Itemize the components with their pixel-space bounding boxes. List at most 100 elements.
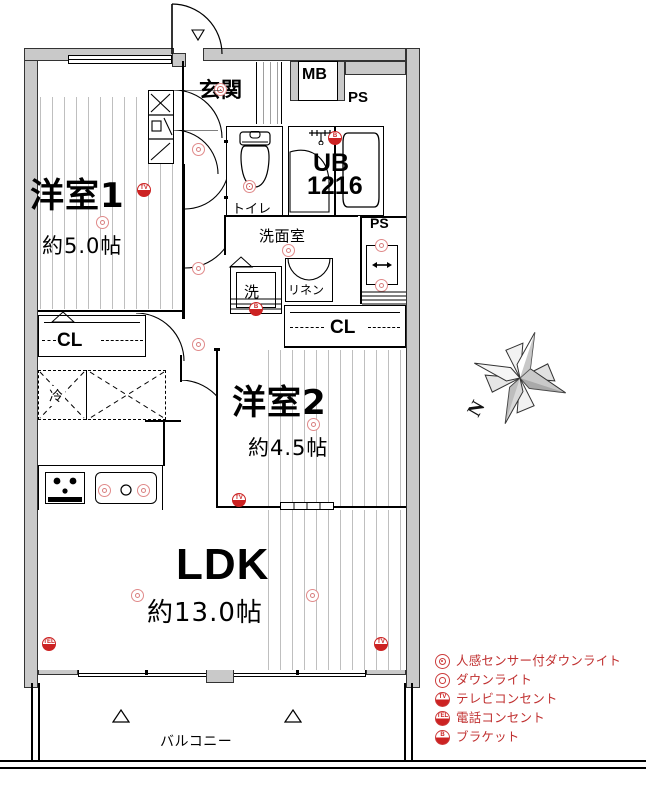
legend-item-tv-outlet: TV テレビコンセント bbox=[434, 690, 644, 709]
balcony-rail-bottom bbox=[0, 760, 646, 762]
wall-right-outer bbox=[406, 48, 420, 688]
fridge-label: 冷 bbox=[48, 386, 65, 406]
wall-ps-notch-2 bbox=[345, 61, 406, 75]
hall-door-swing-1 bbox=[185, 165, 230, 210]
ps-right-wall-left bbox=[360, 216, 362, 304]
cl-left-label: CL bbox=[57, 330, 83, 351]
telephone-outlet-icon: TEL bbox=[434, 710, 451, 727]
legend-label-telephone-outlet: 電話コンセント bbox=[456, 710, 545, 726]
legend-item-bracket-light: B ブラケット bbox=[434, 728, 644, 747]
bracket-light-icon: B bbox=[434, 729, 451, 746]
genkan-tataki-frame bbox=[256, 62, 282, 124]
balcony-rail-right-2 bbox=[411, 683, 413, 762]
toilet-door-jamb-r bbox=[224, 196, 228, 199]
marker-sensor-toilet bbox=[243, 180, 256, 193]
hall-wall-right bbox=[224, 215, 226, 255]
cl-left-dash-a bbox=[42, 340, 56, 341]
water-heater-icon bbox=[372, 262, 392, 268]
fridge-divider bbox=[86, 370, 88, 420]
hall-wall-lower-left bbox=[180, 355, 182, 382]
linen-label: リネン bbox=[288, 283, 325, 297]
toilet-door-jamb-l bbox=[224, 140, 228, 143]
room2-door-swing bbox=[216, 350, 268, 402]
ldk-size: 約13.0帖 bbox=[147, 598, 263, 628]
washer-label: 洗 bbox=[244, 283, 260, 301]
balcony-rail-left bbox=[31, 683, 33, 762]
stove-burners-icon bbox=[48, 477, 82, 502]
cl-right-sill bbox=[284, 346, 406, 348]
motion-sensor-downlight-icon bbox=[434, 653, 451, 670]
entrance-door-swing bbox=[171, 3, 223, 55]
marker-bracket-ub: B bbox=[328, 131, 342, 145]
ps-vent-lines-icon bbox=[362, 291, 406, 305]
hall-wall-left bbox=[183, 164, 185, 312]
compass-rose: N bbox=[462, 330, 582, 440]
marker-telephone-outlet-ldk: TEL bbox=[42, 637, 56, 651]
room2-name: 洋室2 bbox=[232, 383, 327, 423]
marker-bracket-washer: B bbox=[249, 302, 263, 316]
marker-downlight-hall-lower bbox=[192, 338, 205, 351]
shoe-cabinet-swing-lower bbox=[174, 130, 219, 175]
senmenjo-label: 洗面室 bbox=[259, 227, 306, 245]
ub-size-label: 1216 bbox=[307, 172, 363, 200]
room1-window-mullion bbox=[68, 59, 172, 60]
downlight-icon bbox=[434, 672, 451, 689]
marker-kitchen-light-left bbox=[98, 484, 111, 497]
marker-tv-outlet-room1: TV bbox=[137, 183, 151, 197]
legend-item-downlight: ダウンライト bbox=[434, 671, 644, 690]
cl-left-rod bbox=[44, 322, 140, 323]
marker-downlight-ldk-left bbox=[131, 589, 144, 602]
room-toilet bbox=[226, 126, 283, 216]
marker-kitchen-light-right bbox=[137, 484, 150, 497]
room2-wall-left bbox=[216, 348, 218, 508]
balcony-rail-left-2 bbox=[38, 683, 40, 762]
tv-outlet-icon: TV bbox=[434, 691, 451, 708]
marker-downlight-room2 bbox=[307, 418, 320, 431]
room1-door-swing bbox=[135, 313, 185, 362]
sink-bowl-icon bbox=[120, 484, 132, 496]
room1-name: 洋室1 bbox=[30, 176, 125, 216]
mb-label: MB bbox=[302, 66, 327, 83]
linen-door-swing-icon bbox=[287, 258, 331, 281]
room2-panel-dividers-icon bbox=[293, 502, 321, 510]
legend-label-motion-sensor-downlight: 人感センサー付ダウンライト bbox=[456, 653, 622, 669]
marker-heater-top bbox=[375, 239, 388, 252]
marker-heater-bottom bbox=[375, 279, 388, 292]
marker-downlight-senmenjo bbox=[282, 244, 295, 257]
appliance-cross-icon bbox=[89, 371, 165, 419]
legend-item-motion-sensor-downlight: 人感センサー付ダウンライト bbox=[434, 652, 644, 671]
shoe-cabinet-swing-upper bbox=[174, 90, 223, 139]
toilet-label: トイレ bbox=[232, 202, 272, 217]
marker-downlight-hall-upper bbox=[192, 143, 205, 156]
shoe-cabinet-doors-icon bbox=[148, 93, 174, 161]
ps-right-label: PS bbox=[370, 215, 389, 231]
ub-label: UB bbox=[313, 149, 350, 177]
room-unit-bath bbox=[288, 126, 384, 216]
marker-downlight-hall-mid bbox=[192, 262, 205, 275]
balcony-rail-bottom-2 bbox=[0, 767, 646, 769]
wall-top-mid bbox=[203, 48, 406, 61]
legend-item-telephone-outlet: TEL 電話コンセント bbox=[434, 709, 644, 728]
marker-downlight-room1 bbox=[96, 216, 109, 229]
cl-right-label: CL bbox=[330, 317, 356, 338]
bathtub-icon bbox=[342, 132, 380, 208]
hall-wall-lower-right bbox=[163, 420, 165, 466]
legend: 人感センサー付ダウンライト ダウンライト TV テレビコンセント TEL 電話コ… bbox=[434, 652, 644, 747]
room1-wall-bottom bbox=[38, 310, 184, 312]
cl-right-dash-b bbox=[368, 327, 400, 328]
compass-north-letter: N bbox=[463, 397, 490, 421]
senmenjo-wall-top bbox=[226, 215, 358, 217]
legend-label-tv-outlet: テレビコンセント bbox=[456, 691, 558, 707]
room2-floor-texture bbox=[268, 350, 404, 506]
washer-shelf-hanger-icon bbox=[228, 256, 254, 268]
room1-door-jamb bbox=[182, 311, 185, 319]
legend-label-bracket-light: ブラケット bbox=[456, 729, 520, 745]
ub-door-line bbox=[334, 126, 336, 216]
room2-door-jamb bbox=[214, 348, 220, 351]
balcony-door-stop-right bbox=[296, 670, 299, 675]
room2-size: 約4.5帖 bbox=[248, 436, 329, 460]
ub-vanity-icon bbox=[289, 149, 330, 213]
marker-downlight-ldk-right bbox=[306, 589, 319, 602]
ldk-name: LDK bbox=[176, 540, 270, 589]
